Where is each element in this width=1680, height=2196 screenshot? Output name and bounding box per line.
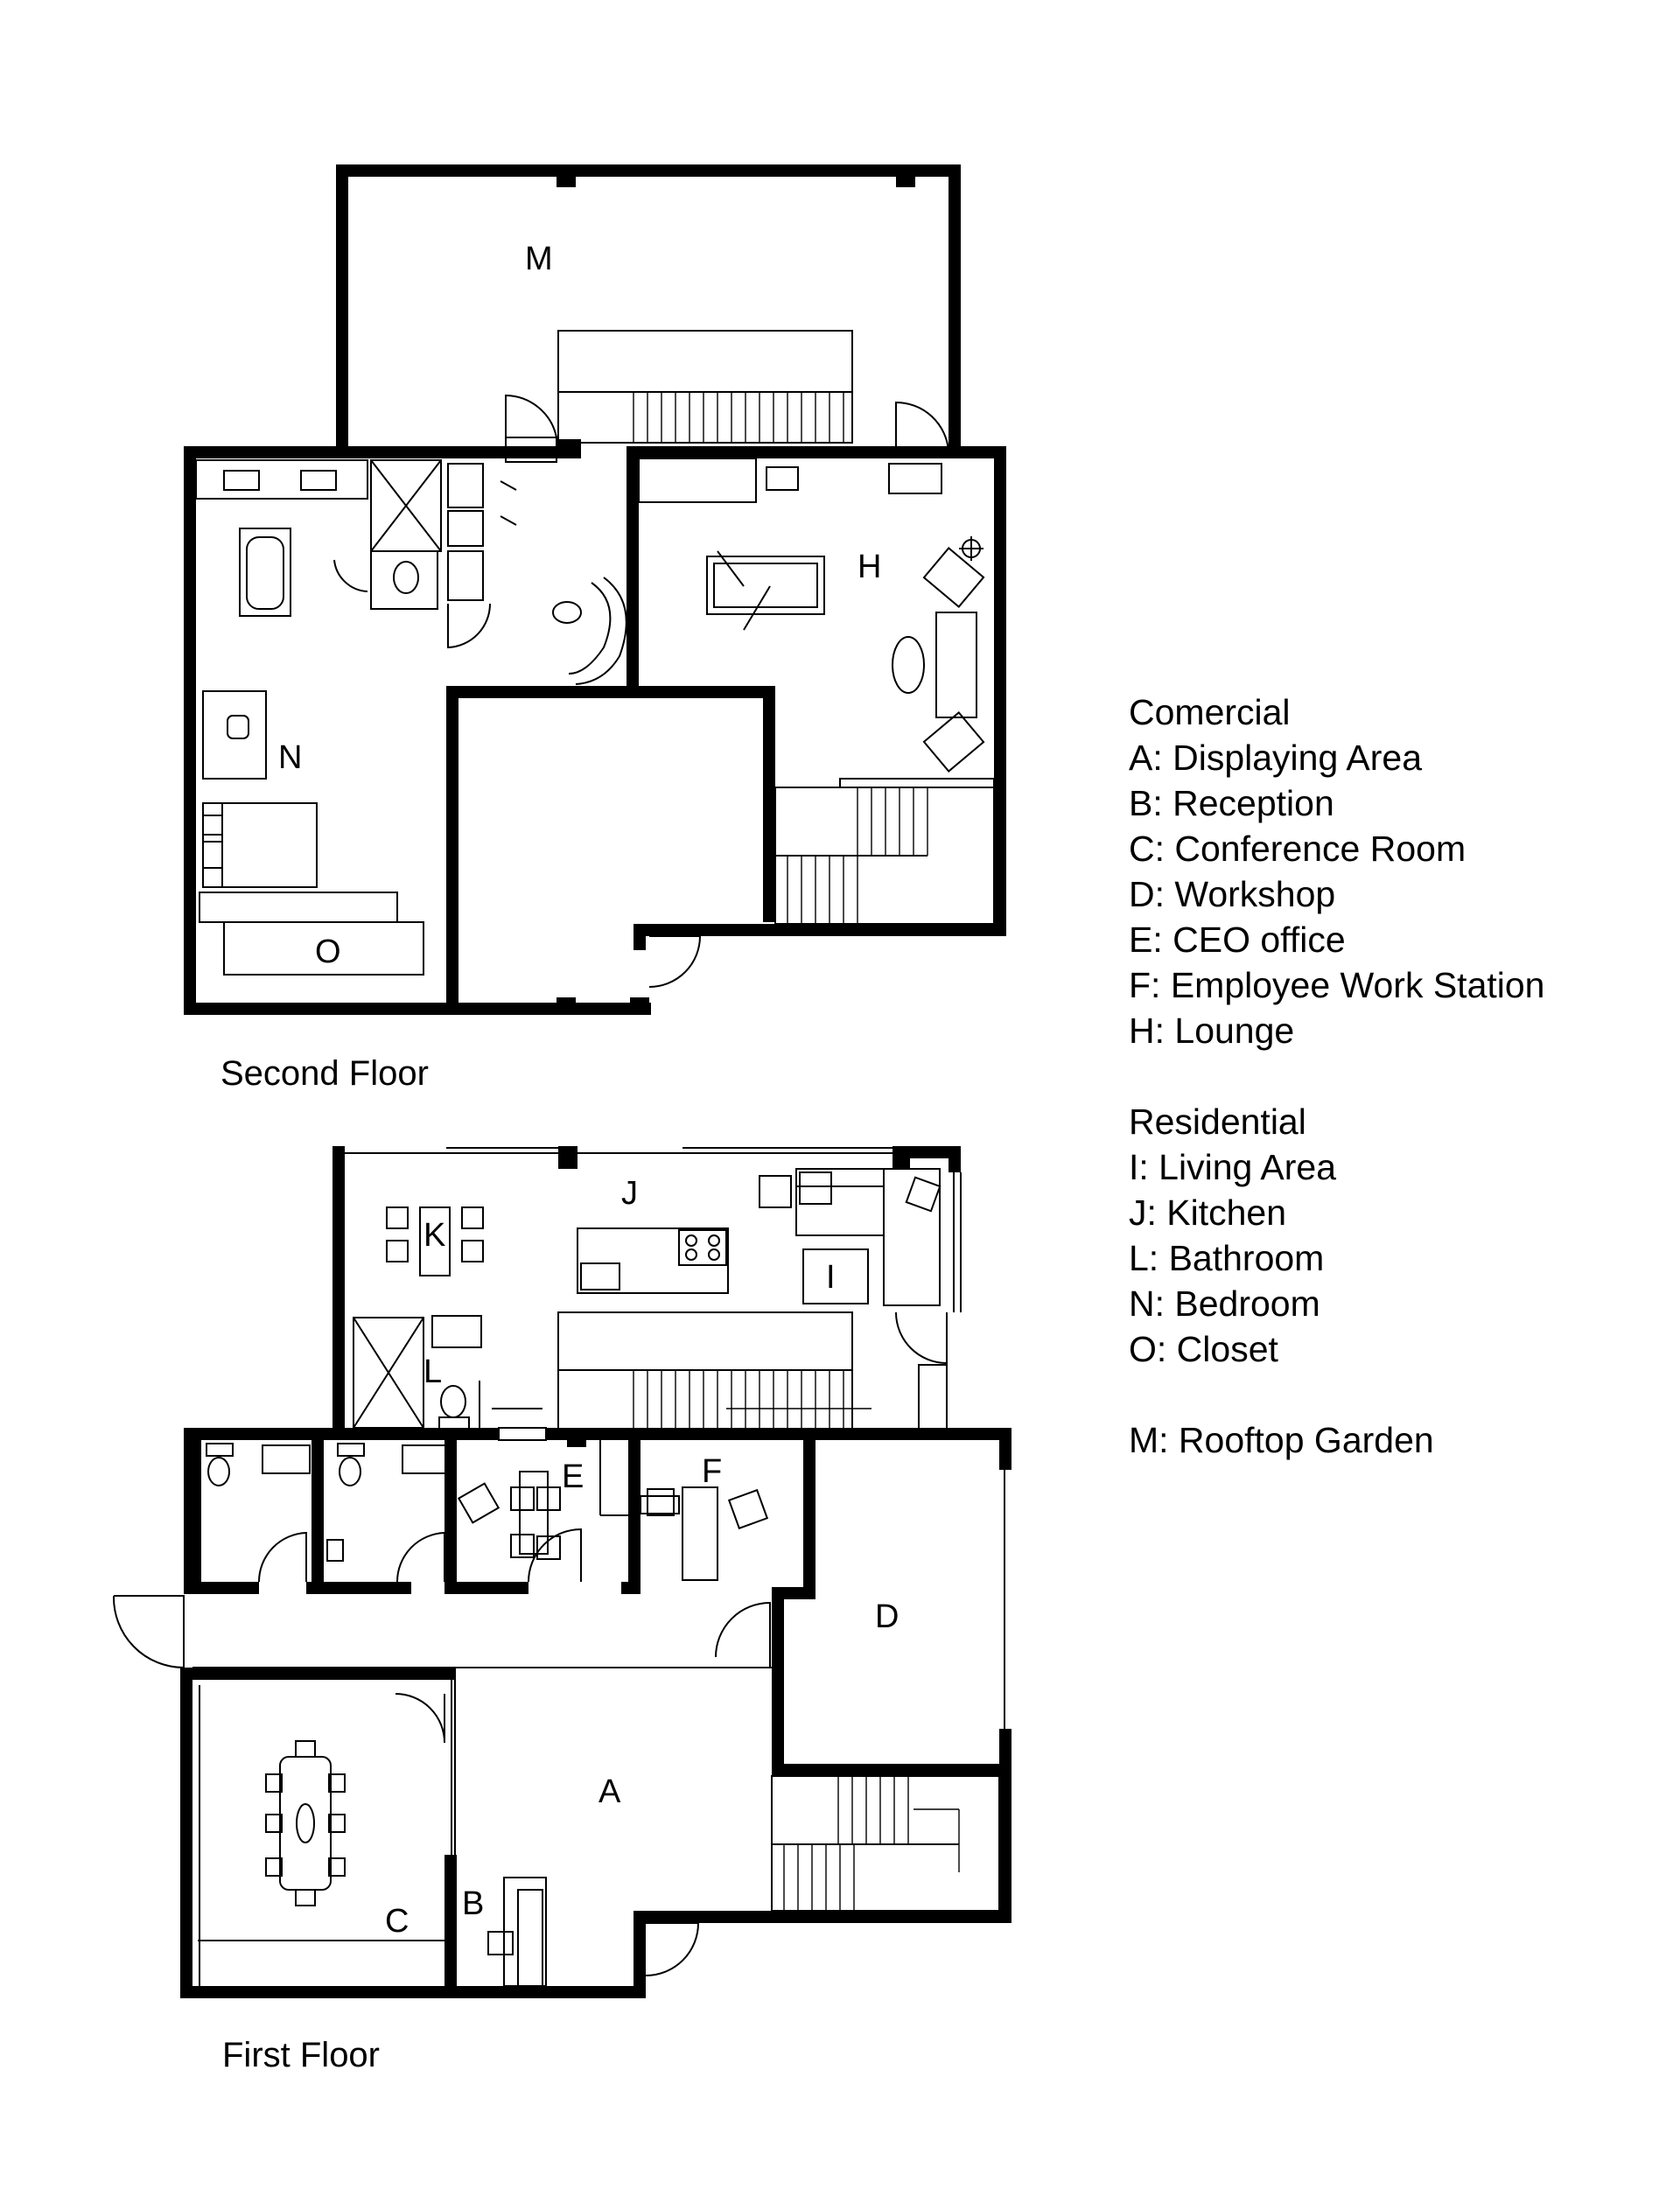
second-floor-label: Second Floor (220, 1054, 429, 1093)
main-entry-door (112, 1595, 185, 1669)
legend-item-D: D: Workshop (1129, 874, 1336, 914)
legend-residential: Residential I: Living Area J: Kitchen L:… (1129, 1099, 1671, 1372)
legend-item-H: H: Lounge (1129, 1011, 1295, 1051)
residential-walls (332, 1146, 962, 1437)
legend-item-E: E: CEO office (1129, 920, 1346, 960)
room-label-F: F (702, 1453, 722, 1490)
first-floor-plan: J K I L E F D A B C First Floor (112, 1146, 1012, 2074)
rooftop-stairs (557, 330, 853, 444)
lounge-stairs (774, 778, 995, 925)
legend-item-M: M: Rooftop Garden (1129, 1420, 1434, 1460)
legend-item-N: N: Bedroom (1129, 1283, 1320, 1324)
second-floor-exit-door (648, 935, 702, 988)
room-label-B: B (462, 1885, 484, 1922)
rooftop-door-left (505, 394, 557, 438)
room-label-C: C (385, 1903, 409, 1940)
legend-item-B: B: Reception (1129, 783, 1334, 823)
commercial-stairs (771, 1775, 1000, 1912)
corridor-seating (552, 577, 627, 685)
legend-item-J: J: Kitchen (1129, 1192, 1287, 1233)
room-label-D: D (875, 1598, 899, 1635)
room-label-O: O (315, 934, 341, 970)
room-label-H: H (858, 549, 881, 585)
legend-item-C: C: Conference Room (1129, 829, 1466, 869)
commercial-walls (180, 1428, 1012, 1998)
residential-bath-fixtures (353, 1315, 542, 1431)
room-label-K: K (424, 1217, 445, 1254)
first-floor-windows (183, 1391, 1005, 1992)
legend-item-A: A: Displaying Area (1129, 738, 1423, 778)
ceo-office-furniture (457, 1427, 628, 1583)
legend-heading-commercial: Comercial (1129, 692, 1291, 732)
rooftop-garden-walls (336, 164, 961, 451)
legend-heading-residential: Residential (1129, 1101, 1306, 1142)
conference-furniture (198, 1680, 452, 1941)
bedroom-windows (188, 451, 1004, 884)
legend-item-O: O: Closet (1129, 1329, 1278, 1369)
residential-stairs (557, 1311, 872, 1434)
room-label-I: I (826, 1259, 836, 1296)
reception-furniture (487, 1877, 547, 1987)
work-station-furniture (640, 1486, 771, 1668)
legend-commercial: Comercial A: Displaying Area B: Receptio… (1129, 689, 1671, 1053)
second-floor-plan: M H N O Second Floor (184, 164, 1006, 1093)
first-floor-exit-door (645, 1922, 700, 1976)
legend-item-L: L: Bathroom (1129, 1238, 1325, 1278)
room-label-E: E (562, 1458, 584, 1495)
master-bath-fixtures (195, 459, 517, 649)
room-label-J: J (621, 1175, 638, 1212)
legend-item-F: F: Employee Work Station (1129, 965, 1545, 1005)
legend-extra: M: Rooftop Garden (1129, 1417, 1671, 1463)
bedroom-furniture (199, 690, 424, 976)
kitchen-furniture (386, 1168, 948, 1434)
lounge-furniture (638, 458, 985, 773)
room-label-N: N (278, 739, 302, 776)
room-legend: Comercial A: Displaying Area B: Receptio… (1129, 689, 1671, 1508)
legend-item-I: I: Living Area (1129, 1147, 1337, 1187)
room-label-A: A (598, 1773, 621, 1810)
first-floor-label: First Floor (222, 2036, 380, 2074)
room-label-M: M (525, 241, 553, 277)
room-label-L: L (424, 1353, 442, 1390)
rooftop-door-right (895, 401, 949, 455)
restroom-fixtures (206, 1443, 451, 1583)
